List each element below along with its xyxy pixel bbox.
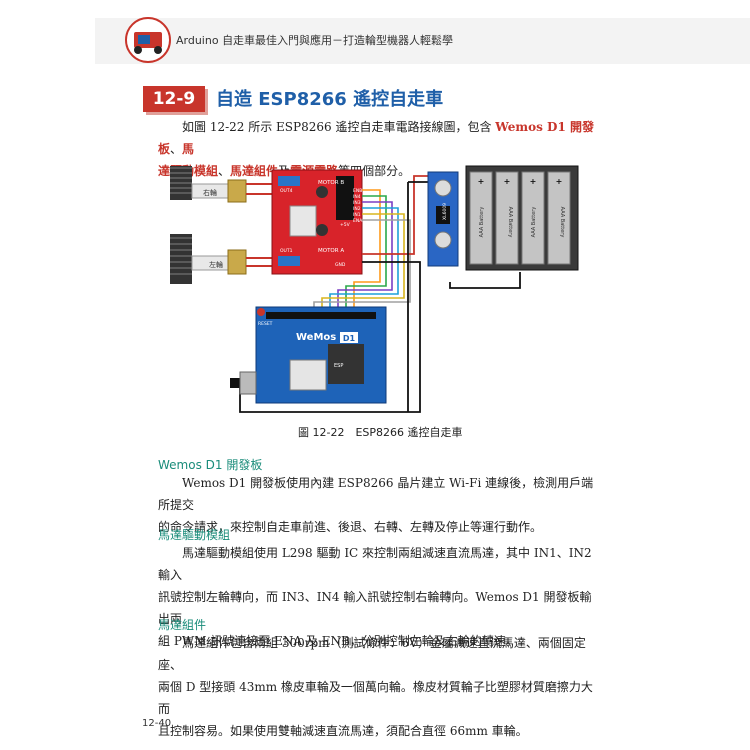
- driver-5v-label: +5V: [340, 222, 351, 228]
- section-number-badge: 12-9: [143, 86, 205, 112]
- paragraph-line: 訊號控制左輪轉向，而 IN3、IN4 輸入訊號控制右輪轉向。Wemos D1 開…: [158, 590, 592, 626]
- battery-terminal-plus: +: [478, 177, 485, 186]
- intro-term-wemos: Wemos D1 開發板: [158, 120, 594, 156]
- esp-chip-label: ESP: [334, 363, 343, 369]
- paragraph-line: Wemos D1 開發板使用內建 ESP8266 晶片建立 Wi-Fi 連線後，…: [158, 476, 594, 512]
- motor-driver-board: MOTOR B MOTOR A OUT4 OUT1 +5V GND ENB IN…: [271, 169, 363, 275]
- battery-holder: AAA Battery AAA Battery AAA Battery AAA …: [465, 165, 579, 271]
- battery-label: AAA Battery: [531, 207, 537, 238]
- paragraph-line: 的命令請求，來控制自走車前進、後退、右轉、左轉及停止等運行動作。: [158, 520, 543, 534]
- paragraph-driver: 馬達驅動模組使用 L298 驅動 IC 來控制兩組減速直流馬達，其中 IN1、I…: [158, 542, 603, 652]
- figure-caption: 圖 12-22 ESP8266 遙控自走車: [298, 426, 463, 439]
- right-motor-label: 右輪: [203, 188, 217, 197]
- driver-gnd-label: GND: [335, 262, 346, 268]
- voltage-regulator: XL6009: [427, 171, 459, 267]
- driver-motor-b-label: MOTOR B: [318, 180, 344, 186]
- paragraph-line: 兩個 D 型接頭 43mm 橡皮車輪及一個萬向輪。橡皮材質輪子比塑膠材質磨擦力大…: [158, 680, 593, 716]
- paragraph-motor: 馬達組件包含兩組 300rpm（測試條件：6V）金屬減速直流馬達、兩個固定座、 …: [158, 632, 603, 742]
- right-motor: 右輪: [170, 166, 247, 203]
- battery-terminal-plus: +: [556, 177, 563, 186]
- driver-motor-a-label: MOTOR A: [318, 248, 344, 254]
- intro-sep: 、: [218, 164, 231, 178]
- pin-in2-label: IN2: [353, 206, 361, 212]
- left-motor: 左輪: [170, 234, 247, 284]
- regulator-chip-label: XL6009: [442, 203, 448, 220]
- battery-label: AAA Battery: [559, 207, 565, 238]
- subheading-driver: 馬達驅動模組: [158, 528, 231, 542]
- page-number: 12-40: [142, 718, 172, 729]
- left-motor-label: 左輪: [209, 260, 223, 269]
- battery-label: AAA Battery: [507, 207, 513, 238]
- battery-label: AAA Battery: [479, 207, 485, 238]
- intro-sep: 、: [170, 142, 183, 156]
- wemos-d1-board: RESET WeMos D1 ESP: [230, 306, 387, 404]
- board-brand: WeMos: [296, 332, 336, 343]
- paragraph-line: 且控制容易。如果使用雙軸減速直流馬達，須配合直徑 66mm 車輪。: [158, 724, 528, 738]
- intro-term-motor: 馬達組件: [230, 164, 279, 178]
- intro-text: 如圖 12-22 所示 ESP8266 遙控自走車電路接線圖，包含: [182, 120, 496, 134]
- header-bar: [95, 18, 750, 64]
- subheading-motor: 馬達組件: [158, 618, 207, 632]
- section-title: 自造 ESP8266 遙控自走車: [216, 89, 444, 110]
- circuit-diagram: 右輪 左輪 MOTOR B MOTOR A OUT4 OUT1 +5V GND …: [170, 165, 579, 413]
- intro-term-driver-a: 馬: [182, 142, 195, 156]
- pin-in3-label: IN3: [353, 200, 361, 206]
- reset-label: RESET: [258, 321, 273, 327]
- battery-terminal-plus: +: [530, 177, 537, 186]
- pin-enb-label: ENB: [353, 188, 362, 194]
- pin-ena-label: ENA: [353, 218, 363, 224]
- paragraph-line: 馬達組件包含兩組 300rpm（測試條件：6V）金屬減速直流馬達、兩個固定座、: [158, 636, 586, 672]
- pin-in4-label: IN4: [353, 194, 361, 200]
- paragraph-line: 組 PWM 訊號連接至 ENA 及 ENB，分別控制左輪及右輪的轉速。: [158, 634, 518, 648]
- out1-label: OUT1: [280, 248, 293, 254]
- battery-terminal-plus: +: [504, 177, 511, 186]
- pin-in1-label: IN1: [353, 212, 361, 218]
- out4-label: OUT4: [280, 188, 293, 194]
- header-title: Arduino 自走車最佳入門與應用－打造輪型機器人輕鬆學: [176, 34, 454, 47]
- paragraph-wemos: Wemos D1 開發板使用內建 ESP8266 晶片建立 Wi-Fi 連線後，…: [158, 472, 603, 538]
- subheading-wemos: Wemos D1 開發板: [158, 458, 263, 472]
- paragraph-line: 馬達驅動模組使用 L298 驅動 IC 來控制兩組減速直流馬達，其中 IN1、I…: [158, 546, 592, 582]
- robot-car-logo-icon: [125, 17, 171, 63]
- board-model: D1: [343, 334, 356, 343]
